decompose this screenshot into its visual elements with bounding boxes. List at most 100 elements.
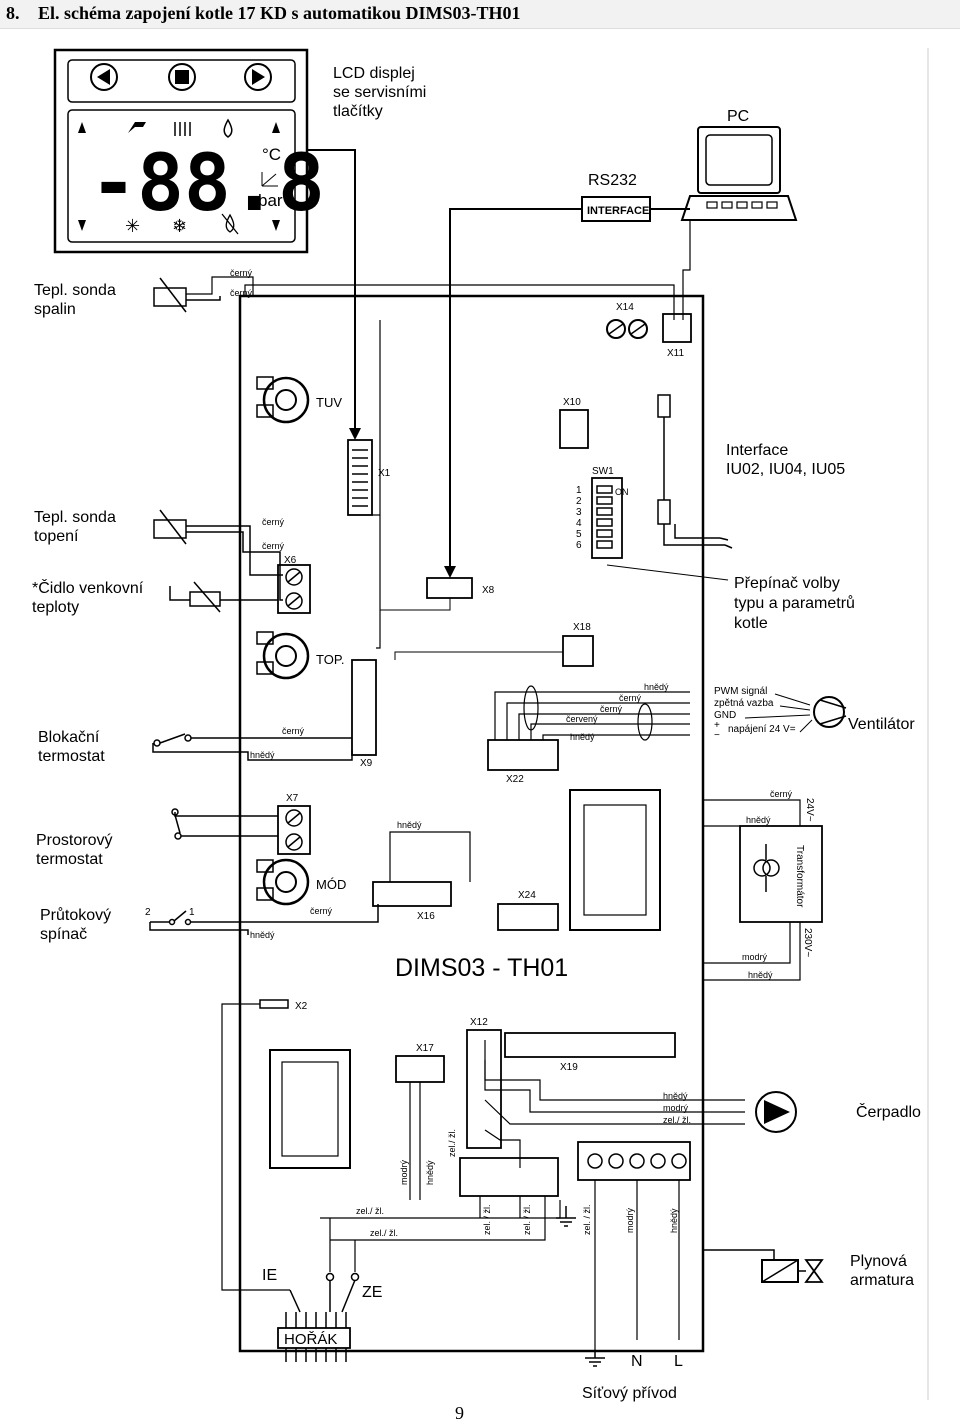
x6-screws xyxy=(285,568,303,610)
board-name: DIMS03 - TH01 xyxy=(395,954,568,982)
ie-label: IE xyxy=(262,1267,277,1284)
x7-label: X7 xyxy=(286,793,299,804)
label-cidlo-venkovni: teploty xyxy=(32,599,79,616)
connector-x14 xyxy=(606,319,648,339)
pump-wires xyxy=(484,1040,745,1168)
switch-number: 6 xyxy=(576,540,582,551)
wire-label: černý xyxy=(770,789,793,799)
transformer-label: Transformátor xyxy=(794,845,805,908)
lcd-display: -88.8 °C bar ✳ ❄ xyxy=(53,48,325,254)
control-board xyxy=(238,294,705,1353)
rs232-label: RS232 xyxy=(588,172,637,189)
terminal-block-left xyxy=(459,1157,559,1197)
pointer-line xyxy=(606,564,729,581)
fan-signal-labels: PWM signál zpětná vazba GND napájení 24 … xyxy=(714,686,796,741)
no-flame-icon xyxy=(221,213,239,235)
flow-switch xyxy=(149,904,379,935)
mains-l-label: L xyxy=(674,1353,683,1370)
relay-core xyxy=(281,1061,339,1157)
connector-x6 xyxy=(277,564,311,614)
ventilator-label: Ventilátor xyxy=(848,716,915,733)
potentiometer-top[interactable] xyxy=(256,631,310,680)
fan-signal: PWM signál xyxy=(714,686,767,697)
right-arrow-icon xyxy=(252,69,265,85)
label-sonda-spalin: Tepl. sonda xyxy=(34,282,116,299)
wire-label: hnědý xyxy=(663,1091,688,1101)
transformer-block xyxy=(569,789,661,931)
transformer-icon xyxy=(753,844,780,892)
left-arrow-icon xyxy=(97,69,110,85)
connector-x17 xyxy=(395,1055,445,1083)
x9-x1-wire xyxy=(376,320,381,649)
fan-signal: GND xyxy=(714,710,736,721)
wire-label: černý xyxy=(230,288,253,298)
wire-label: modrý xyxy=(399,1159,409,1185)
gas-valve xyxy=(703,1249,824,1283)
square-icon xyxy=(175,70,189,84)
stop-button[interactable] xyxy=(168,63,196,91)
connector-x22 xyxy=(487,739,559,771)
lcd-label-line: tlačítky xyxy=(333,103,383,120)
x22-label: X22 xyxy=(506,774,524,785)
sw1-on-label: ON xyxy=(615,487,629,497)
down-triangle-icon xyxy=(78,220,86,231)
x16-label: X16 xyxy=(417,911,435,922)
lcd-label-line: se servisními xyxy=(333,84,426,101)
wire-label: modrý xyxy=(625,1207,635,1233)
ground-icon xyxy=(585,1350,605,1367)
left-arrow-button[interactable] xyxy=(90,63,118,91)
wire-label: černý xyxy=(310,906,333,916)
transformer-unit xyxy=(739,825,823,923)
radiator-icon xyxy=(174,122,191,136)
wire-label: hnědý xyxy=(644,682,669,692)
unit-celsius: °C xyxy=(262,145,281,164)
x17-label: X17 xyxy=(416,1043,434,1054)
24v-label: 24V~ xyxy=(804,798,815,822)
arrowhead-icon xyxy=(349,428,361,440)
temp-sensor-flue xyxy=(153,276,254,313)
ze-label: ZE xyxy=(362,1284,382,1301)
tuv-label: TUV xyxy=(316,395,342,410)
trafo-wire xyxy=(703,922,801,981)
prepinac-label: kotle xyxy=(734,615,768,632)
pin-2-label: 2 xyxy=(145,907,151,918)
x2-label: X2 xyxy=(295,1001,308,1012)
x6-label: X6 xyxy=(284,555,297,566)
plynova-label: armatura xyxy=(850,1272,914,1289)
lcd-label: LCD displej se servisními tlačítky xyxy=(333,65,426,120)
ground-icon xyxy=(556,1206,576,1227)
mains-screws xyxy=(587,1153,687,1169)
potentiometer-tuv[interactable] xyxy=(256,376,310,424)
switch-number: 2 xyxy=(576,496,582,507)
section-number: 8. xyxy=(6,3,20,23)
unit-bar: bar xyxy=(258,191,283,210)
tap-icon xyxy=(128,122,146,133)
interface-iu-connector xyxy=(657,394,733,549)
switch-number: 4 xyxy=(576,518,582,529)
wire-label: zel. / žl. xyxy=(482,1204,492,1235)
wire-label: zel./ žl. xyxy=(663,1115,691,1125)
wire-label: černý xyxy=(619,693,642,703)
transformer-core xyxy=(583,804,647,916)
wire-label: hnědý xyxy=(250,930,275,940)
lcd-to-x1-cable xyxy=(307,149,356,436)
sw1-numbers: 1 2 3 4 5 6 xyxy=(576,485,582,551)
right-arrow-button[interactable] xyxy=(244,63,272,91)
label-prostorovy: termostat xyxy=(36,851,103,868)
wire-label: červený xyxy=(566,714,598,724)
x11-label: X11 xyxy=(667,348,684,359)
label-prutokovy: Průtokový xyxy=(40,906,111,924)
connector-x10 xyxy=(559,409,589,449)
terminal-block-mains xyxy=(577,1141,691,1181)
x10-label: X10 xyxy=(563,397,581,408)
minus-sign: − xyxy=(714,730,720,741)
dip-switch-sw1[interactable] xyxy=(591,477,623,559)
mains-n-label: N xyxy=(631,1353,643,1370)
potentiometer-mod[interactable] xyxy=(256,858,310,906)
wire-label: hnědý xyxy=(746,815,771,825)
pc-label: PC xyxy=(727,108,749,125)
page-title-bar: 8. El. schéma zapojení kotle 17 KD s aut… xyxy=(0,0,960,29)
burner xyxy=(277,1272,360,1362)
arrowhead-icon xyxy=(444,566,456,578)
wire-label: hnědý xyxy=(397,820,422,830)
